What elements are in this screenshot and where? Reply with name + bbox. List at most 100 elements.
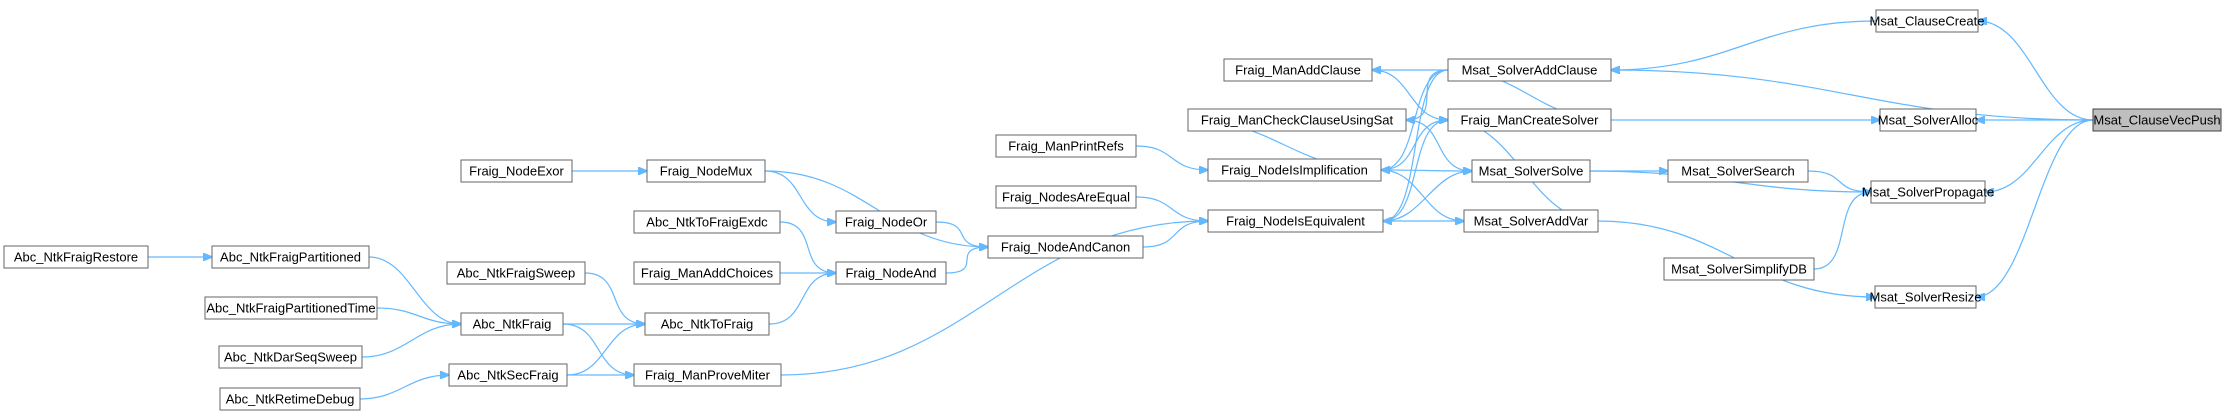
node-fraig-nodeand[interactable]: Fraig_NodeAnd xyxy=(835,261,947,285)
node-fraig-manaddchoices[interactable]: Fraig_ManAddChoices xyxy=(633,261,781,285)
node-abc-ntkfraig[interactable]: Abc_NtkFraig xyxy=(460,312,564,336)
node-label: Msat_ClauseCreate xyxy=(1870,14,1985,29)
node-abc-ntkdarseqsweep[interactable]: Abc_NtkDarSeqSweep xyxy=(218,345,363,369)
node-fraig-nodeisequivalent[interactable]: Fraig_NodeIsEquivalent xyxy=(1207,209,1384,233)
node-fraig-nodesareequal[interactable]: Fraig_NodesAreEqual xyxy=(995,185,1137,209)
node-box xyxy=(1207,209,1384,233)
edge-fraig-nodemux-to-fraig-nodeor xyxy=(764,170,836,222)
edges-layer xyxy=(147,20,2094,400)
edge-msat-clausecreate-to-msat-solveraddclause xyxy=(1611,20,1877,70)
node-abc-ntksecfraig[interactable]: Abc_NtkSecFraig xyxy=(448,363,568,387)
node-label: Fraig_ManAddClause xyxy=(1235,63,1361,78)
node-label: Msat_SolverSolve xyxy=(1479,164,1584,179)
node-box xyxy=(2092,108,2222,132)
node-msat-solversearch[interactable]: Msat_SolverSearch xyxy=(1667,159,1809,183)
node-label: Msat_SolverResize xyxy=(1870,290,1982,305)
node-box xyxy=(446,261,586,285)
node-fraig-manaddclause[interactable]: Fraig_ManAddClause xyxy=(1223,58,1373,82)
node-box xyxy=(995,185,1137,209)
node-fraig-nodemux[interactable]: Fraig_NodeMux xyxy=(646,159,766,183)
node-msat-solversolve[interactable]: Msat_SolverSolve xyxy=(1471,159,1591,183)
node-label: Fraig_ManAddChoices xyxy=(641,266,774,281)
node-box xyxy=(1223,58,1373,82)
node-abc-ntkfraigsweep[interactable]: Abc_NtkFraigSweep xyxy=(446,261,586,285)
node-label: Abc_NtkToFraig xyxy=(661,317,753,332)
node-msat-clausevecpush[interactable]: Msat_ClauseVecPush xyxy=(2092,108,2222,132)
edge-abc-ntkretimedebug-to-abc-ntksecfraig xyxy=(359,375,449,400)
edge-abc-ntkfraigpartitioned-to-abc-ntkfraig xyxy=(368,256,461,324)
node-abc-ntkfraigpartitionedtime[interactable]: Abc_NtkFraigPartitionedTime xyxy=(204,296,378,320)
node-label: Abc_NtkFraigRestore xyxy=(14,250,138,265)
node-label: Fraig_NodesAreEqual xyxy=(1002,190,1130,205)
node-msat-solversimplifydb[interactable]: Msat_SolverSimplifyDB xyxy=(1663,257,1815,281)
node-msat-solveraddclause[interactable]: Msat_SolverAddClause xyxy=(1447,58,1612,82)
node-abc-ntktofraigexdc[interactable]: Abc_NtkToFraigExdc xyxy=(633,210,781,234)
edge-fraig-nodeand-to-fraig-nodeandcanon xyxy=(945,247,988,274)
edge-fraig-manaddclause-to-fraig-mancreatesolver xyxy=(1371,69,1448,120)
node-fraig-nodeisimplification[interactable]: Fraig_NodeIsImplification xyxy=(1207,158,1382,182)
node-box xyxy=(460,312,564,336)
edge-msat-solveraddclause-to-fraig-nodeisimplification xyxy=(1381,69,1449,170)
node-fraig-mancreatesolver[interactable]: Fraig_ManCreateSolver xyxy=(1447,108,1612,132)
node-label: Msat_SolverSimplifyDB xyxy=(1671,262,1807,277)
edge-abc-ntksecfraig-to-abc-ntktofraig xyxy=(566,324,645,376)
node-box xyxy=(1447,58,1612,82)
node-fraig-manprovemiter[interactable]: Fraig_ManProveMiter xyxy=(633,363,782,387)
node-box xyxy=(1875,9,1979,33)
node-fraig-nodeexor[interactable]: Fraig_NodeExor xyxy=(460,159,573,183)
edge-abc-ntkfraigsweep-to-abc-ntktofraig xyxy=(584,272,645,324)
node-fraig-mancheckclauseusingsat[interactable]: Fraig_ManCheckClauseUsingSat xyxy=(1187,108,1407,132)
node-label: Abc_NtkSecFraig xyxy=(457,368,558,383)
node-abc-ntktofraig[interactable]: Abc_NtkToFraig xyxy=(644,312,770,336)
node-box xyxy=(1187,108,1407,132)
edge-abc-ntktofraig-to-fraig-nodeand xyxy=(768,273,836,325)
edge-fraig-nodeor-to-fraig-nodeandcanon xyxy=(935,221,988,247)
edge-msat-clausevecpush-to-msat-clausecreate xyxy=(1978,21,2094,121)
node-fraig-nodeandcanon[interactable]: Fraig_NodeAndCanon xyxy=(987,235,1144,259)
node-label: Fraig_NodeExor xyxy=(469,164,564,179)
node-msat-clausecreate[interactable]: Msat_ClauseCreate xyxy=(1870,9,1985,33)
node-label: Abc_NtkFraig xyxy=(473,317,552,332)
node-box xyxy=(633,363,782,387)
node-box xyxy=(1207,158,1382,182)
node-box xyxy=(460,159,573,183)
node-label: Fraig_NodeIsEquivalent xyxy=(1226,214,1365,229)
edge-fraig-nodesareequal-to-fraig-nodeisequivalent xyxy=(1135,196,1208,221)
node-label: Msat_SolverAlloc xyxy=(1878,113,1979,128)
node-label: Fraig_NodeAndCanon xyxy=(1001,240,1130,255)
edge-msat-clausevecpush-to-msat-solverpropagate xyxy=(1985,119,2094,192)
node-box xyxy=(633,210,781,234)
edge-abc-ntkfraig-to-fraig-manprovemiter xyxy=(562,323,634,375)
node-label: Msat_SolverAddClause xyxy=(1462,63,1598,78)
node-box xyxy=(644,312,770,336)
node-msat-solverresize[interactable]: Msat_SolverResize xyxy=(1870,285,1982,309)
node-label: Msat_SolverSearch xyxy=(1681,164,1794,179)
node-label: Fraig_NodeOr xyxy=(845,215,928,230)
edge-fraig-manprovemiter-to-fraig-nodeisequivalent xyxy=(780,221,1208,376)
node-abc-ntkretimedebug[interactable]: Abc_NtkRetimeDebug xyxy=(219,387,361,411)
edge-fraig-manprintrefs-to-fraig-nodeisimplification xyxy=(1135,145,1208,170)
node-label: Abc_NtkDarSeqSweep xyxy=(224,350,357,365)
node-fraig-manprintrefs[interactable]: Fraig_ManPrintRefs xyxy=(995,134,1137,158)
node-label: Fraig_NodeMux xyxy=(660,164,753,179)
node-box xyxy=(1471,159,1591,183)
edge-msat-clausevecpush-to-msat-solveraddclause xyxy=(1611,70,2094,121)
node-fraig-nodeor[interactable]: Fraig_NodeOr xyxy=(835,210,937,234)
node-msat-solverpropagate[interactable]: Msat_SolverPropagate xyxy=(1862,180,1994,204)
node-abc-ntkfraigrestore[interactable]: Abc_NtkFraigRestore xyxy=(3,245,149,269)
node-msat-solveraddvar[interactable]: Msat_SolverAddVar xyxy=(1463,209,1599,233)
node-msat-solveralloc[interactable]: Msat_SolverAlloc xyxy=(1878,108,1979,132)
node-box xyxy=(646,159,766,183)
node-box xyxy=(204,296,378,320)
node-label: Fraig_ManCheckClauseUsingSat xyxy=(1201,113,1394,128)
edge-fraig-nodeisequivalent-to-msat-solversolve xyxy=(1382,171,1472,222)
node-label: Msat_SolverPropagate xyxy=(1862,185,1994,200)
node-box xyxy=(835,210,937,234)
edge-msat-solversearch-to-msat-solverpropagate xyxy=(1807,170,1871,192)
node-label: Abc_NtkFraigSweep xyxy=(457,266,576,281)
node-abc-ntkfraigpartitioned[interactable]: Abc_NtkFraigPartitioned xyxy=(211,245,370,269)
node-box xyxy=(448,363,568,387)
node-label: Fraig_ManCreateSolver xyxy=(1460,113,1599,128)
node-box xyxy=(835,261,947,285)
